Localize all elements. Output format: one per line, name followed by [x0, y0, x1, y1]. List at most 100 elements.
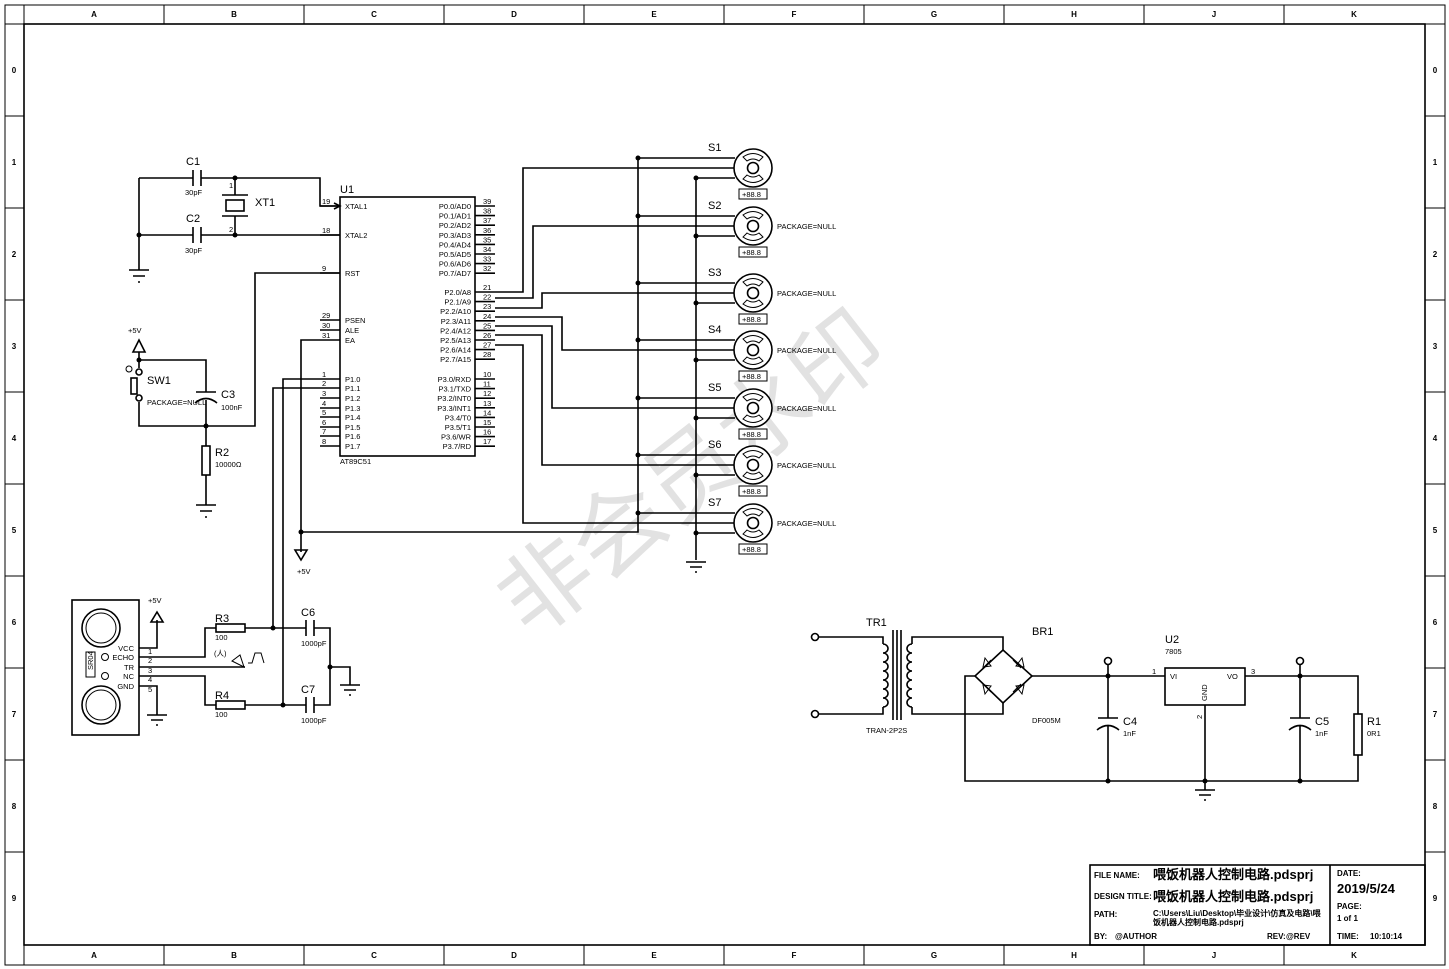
pin-name: EA [345, 336, 355, 345]
u1-microcontroller[interactable]: U1 AT89C51 19XTAL118XTAL29RST29PSEN30ALE… [320, 184, 495, 466]
pin-number: 38 [483, 207, 491, 216]
column-label: B [231, 951, 237, 960]
pin-name: P2.3/A11 [441, 317, 471, 326]
u1-ref: U1 [340, 184, 354, 196]
u2-vo-label: VO [1227, 672, 1238, 681]
by-label: BY: [1094, 932, 1107, 941]
design-title: 喂饭机器人控制电路.pdsprj [1153, 889, 1313, 904]
servo-wire [638, 215, 735, 237]
servo-shaft [746, 161, 760, 175]
servo-shaft [746, 219, 760, 233]
c4-value: 1nF [1123, 729, 1136, 738]
pin-number: 4 [322, 399, 326, 408]
pin-name: P1.3 [345, 404, 360, 413]
pin-number: 23 [483, 302, 491, 311]
servo-wire [638, 157, 735, 179]
pin-name: P2.5/A13 [440, 336, 471, 345]
column-label: C [371, 10, 377, 19]
column-label: C [371, 951, 377, 960]
ac-input-terminal[interactable] [810, 709, 820, 719]
column-label: B [231, 10, 237, 19]
pin-number: 7 [322, 427, 326, 436]
pin-number: 16 [483, 428, 491, 437]
watermark: 非会员水印 [480, 292, 905, 656]
servo-arm-icon [742, 335, 764, 365]
pin-number: 3 [322, 389, 326, 398]
c6-ref: C6 [301, 607, 315, 619]
servo-arm-icon [742, 508, 764, 538]
reset-circuit: +5V SW1 PACKAGE=NULL C3 100nF R2 10000Ω [125, 272, 340, 518]
c4-ref: C4 [1123, 716, 1137, 728]
c7-value: 1000pF [301, 716, 327, 725]
servo-wire [638, 339, 735, 361]
sw1-ref[interactable]: SW1 [147, 375, 171, 387]
u2-gnd-label: GND [1200, 684, 1209, 701]
r4-value: 100 [215, 710, 228, 719]
junction [635, 155, 641, 161]
pin-number: 14 [483, 408, 491, 417]
pin-number: 33 [483, 255, 491, 264]
servo-package: PACKAGE=NULL [777, 461, 836, 470]
pin-name: P0.0/AD0 [439, 202, 471, 211]
row-label: 9 [12, 894, 17, 903]
junction [635, 452, 641, 458]
column-label: K [1351, 951, 1357, 960]
pin-name: P1.7 [345, 442, 360, 451]
ultrasonic-pin-number: 2 [148, 656, 152, 665]
pin-number: 11 [483, 380, 491, 389]
ac-input-terminal[interactable] [810, 632, 820, 642]
r2-ref: R2 [215, 447, 229, 459]
servo-ref: S6 [708, 439, 721, 451]
pin-name: P0.2/AD2 [439, 221, 471, 230]
servo-angle-display [738, 313, 768, 325]
row-label: 6 [1433, 618, 1438, 627]
column-label: E [651, 951, 657, 960]
pin-number: 13 [483, 399, 491, 408]
ultrasonic-pin-number: 3 [148, 666, 152, 675]
vcc-label-reset: +5V [128, 326, 142, 335]
pin-name: P3.4/T0 [445, 413, 471, 422]
time-label: TIME: [1337, 932, 1359, 941]
path-container: C:\Users\Liu\Desktop\毕业设计\仿真及电路\喂饭机器人控制电… [1153, 909, 1321, 927]
servo-ref: S1 [708, 142, 721, 154]
servo-angle-display [738, 188, 768, 200]
servo-ref: S5 [708, 382, 721, 394]
row-label: 4 [12, 434, 17, 443]
pin-name: PSEN [345, 316, 365, 325]
pin-number: 31 [322, 331, 330, 340]
rev-label: REV: [1267, 932, 1286, 941]
servo-wire [638, 454, 735, 476]
column-label: H [1071, 10, 1077, 19]
servo-angle-display [738, 543, 768, 555]
row-label: 3 [1433, 342, 1438, 351]
date: 2019/5/24 [1337, 881, 1396, 896]
row-label: 8 [12, 802, 17, 811]
author: @AUTHOR [1115, 932, 1157, 941]
servo-motor[interactable]: S6 +88.8 PACKAGE=NULL [635, 439, 837, 497]
servo-angle-value: +88.8 [742, 487, 761, 496]
u2-pin2: 2 [1195, 715, 1204, 719]
servo-motor[interactable]: S1+88.8 [635, 142, 773, 200]
junction [693, 530, 699, 536]
junction [635, 280, 641, 286]
pin-name: P0.4/AD4 [439, 240, 471, 249]
servo-angle-display [738, 428, 768, 440]
row-label: 2 [12, 250, 17, 259]
row-label: 7 [12, 710, 17, 719]
pin-name: P3.0/RXD [438, 375, 472, 384]
ultrasonic-pin-number: 4 [148, 675, 152, 684]
pin-number: 28 [483, 350, 491, 359]
column-label: J [1212, 10, 1216, 19]
c2-value: 30pF [185, 246, 203, 255]
column-label: K [1351, 10, 1357, 19]
row-label: 7 [1433, 710, 1438, 719]
pin-number: 19 [322, 197, 330, 206]
